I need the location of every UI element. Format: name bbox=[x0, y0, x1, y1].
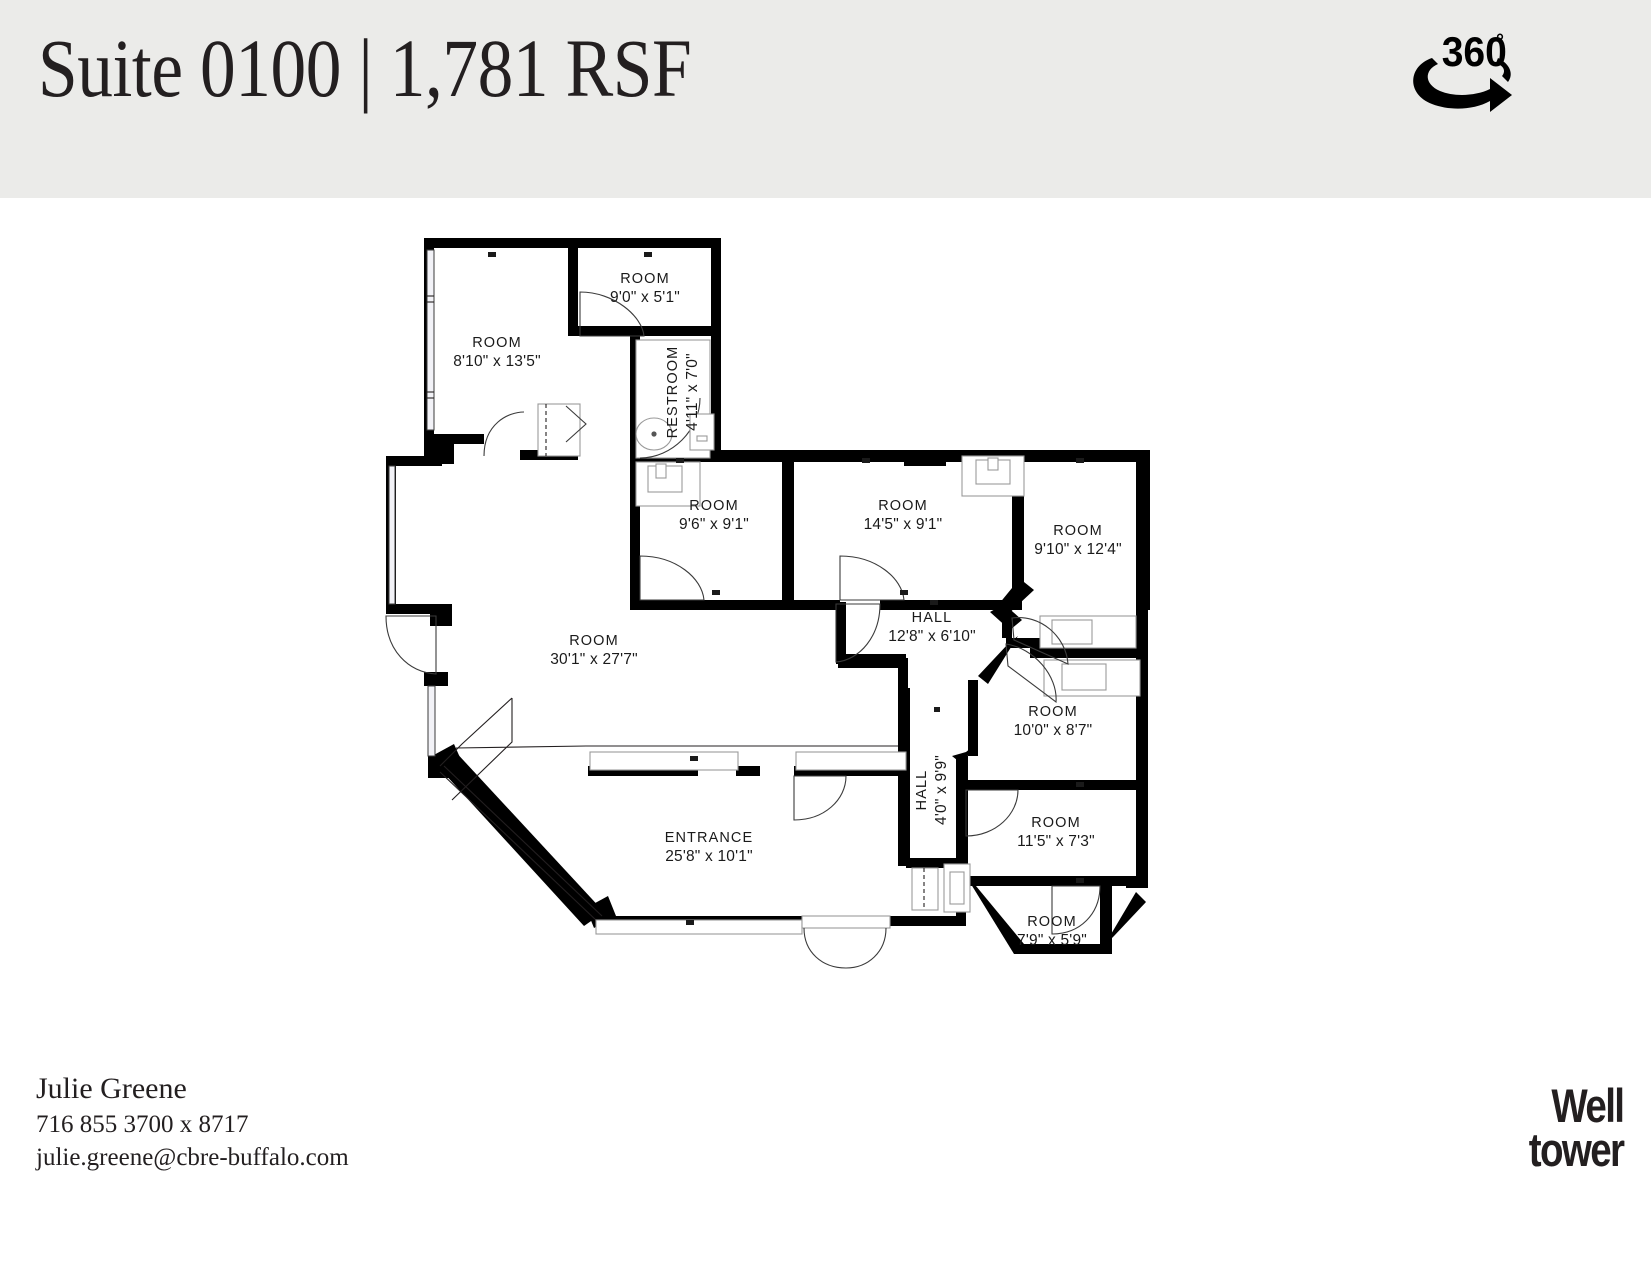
360-badge-degree: ° bbox=[1496, 31, 1504, 53]
room-label-text: ROOM bbox=[689, 498, 739, 514]
room-label-restroom: RESTROOM 4'11" x 7'0" bbox=[665, 346, 701, 439]
room-dim-text: 8'10" x 13'5" bbox=[453, 353, 541, 370]
room-dim-text: 7'9" x 5'9" bbox=[1017, 932, 1087, 949]
welltower-logo-line1: Well bbox=[1551, 1079, 1625, 1132]
room-label-entrance: ENTRANCE 25'8" x 10'1" bbox=[665, 830, 754, 865]
room-label-hall-40: HALL 4'0" x 9'9" bbox=[914, 755, 950, 825]
room-label-text: ENTRANCE bbox=[665, 830, 754, 846]
room-dim-text: 9'6" x 9'1" bbox=[679, 516, 749, 533]
room-label-text: HALL bbox=[914, 770, 930, 811]
room-label-text: ROOM bbox=[472, 335, 522, 351]
room-dim-text: 11'5" x 7'3" bbox=[1017, 833, 1095, 850]
room-label-text: ROOM bbox=[569, 633, 619, 649]
door-swings bbox=[385, 291, 1101, 935]
room-label-text: ROOM bbox=[1028, 704, 1078, 720]
header-bar: Suite 0100 | 1,781 RSF 360 ° bbox=[0, 0, 1651, 198]
room-label-79x59: ROOM 7'9" x 5'9" bbox=[1017, 914, 1087, 949]
room-label-text: RESTROOM bbox=[665, 346, 681, 439]
contact-phone[interactable]: 716 855 3700 x 8717 bbox=[36, 1111, 249, 1138]
walls bbox=[386, 238, 1150, 954]
room-label-100x87: ROOM 10'0" x 8'7" bbox=[1014, 704, 1093, 739]
room-dim-text: 10'0" x 8'7" bbox=[1014, 722, 1093, 739]
room-dim-text: 9'0" x 5'1" bbox=[610, 289, 680, 306]
room-label-hall-128: HALL 12'8" x 6'10" bbox=[888, 610, 976, 645]
dimension-ticks bbox=[488, 252, 1084, 925]
room-label-text: ROOM bbox=[1027, 914, 1077, 930]
room-dim-text: 30'1" x 27'7" bbox=[550, 651, 638, 668]
room-label-96x91: ROOM 9'6" x 9'1" bbox=[679, 498, 749, 533]
room-label-910x124: ROOM 9'10" x 12'4" bbox=[1034, 523, 1122, 558]
welltower-logo-line2: tower bbox=[1528, 1123, 1624, 1176]
room-label-text: ROOM bbox=[620, 271, 670, 287]
room-labels: ROOM 8'10" x 13'5" ROOM 9'0" x 5'1" REST… bbox=[453, 271, 1122, 949]
room-label-text: ROOM bbox=[1053, 523, 1103, 539]
room-label-text: ROOM bbox=[878, 498, 928, 514]
contact-block: Julie Greene 716 855 3700 x 8717 julie.g… bbox=[36, 1070, 349, 1174]
contact-name: Julie Greene bbox=[36, 1072, 187, 1105]
floorplan-container: ROOM 8'10" x 13'5" ROOM 9'0" x 5'1" REST… bbox=[0, 198, 1651, 1048]
room-label-115x73: ROOM 11'5" x 7'3" bbox=[1017, 815, 1095, 850]
360-badge[interactable]: 360 ° bbox=[1398, 22, 1516, 118]
room-dim-text: 9'10" x 12'4" bbox=[1034, 541, 1122, 558]
room-dim-text: 4'0" x 9'9" bbox=[933, 755, 950, 825]
room-label-301x277: ROOM 30'1" x 27'7" bbox=[550, 633, 638, 668]
room-dim-text: 12'8" x 6'10" bbox=[888, 628, 976, 645]
room-label-8x13: ROOM 8'10" x 13'5" bbox=[453, 335, 541, 370]
floorplan-drawing: ROOM 8'10" x 13'5" ROOM 9'0" x 5'1" REST… bbox=[385, 238, 1150, 969]
room-dim-text: 14'5" x 9'1" bbox=[864, 516, 943, 533]
page-title: Suite 0100 | 1,781 RSF bbox=[38, 22, 692, 114]
room-label-145x91: ROOM 14'5" x 9'1" bbox=[864, 498, 943, 533]
room-dim-text: 4'11" x 7'0" bbox=[684, 353, 701, 431]
room-label-text: HALL bbox=[912, 610, 953, 626]
welltower-logo: Well tower bbox=[1508, 1079, 1625, 1176]
contact-email[interactable]: julie.greene@cbre-buffalo.com bbox=[36, 1144, 349, 1171]
room-label-9x5: ROOM 9'0" x 5'1" bbox=[610, 271, 680, 306]
360-badge-number: 360 bbox=[1442, 28, 1507, 76]
room-dim-text: 25'8" x 10'1" bbox=[665, 848, 753, 865]
room-label-text: ROOM bbox=[1031, 815, 1081, 831]
fixtures bbox=[388, 249, 1141, 969]
